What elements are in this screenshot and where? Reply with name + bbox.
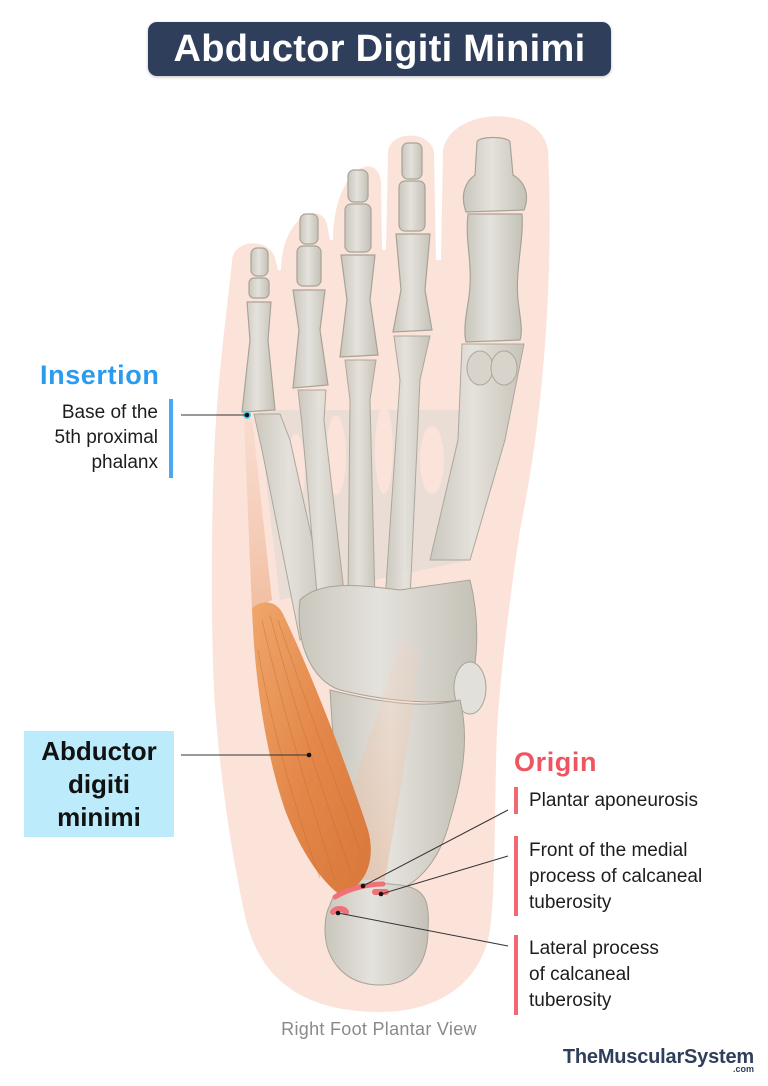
muscle-label: Abductor digiti minimi — [41, 735, 157, 834]
view-caption: Right Foot Plantar View — [281, 1019, 477, 1039]
muscle-label-box: Abductor digiti minimi — [24, 731, 174, 837]
origin-line: tuberosity — [529, 990, 612, 1011]
muscle-tendon — [244, 418, 272, 610]
page-title: Abductor Digiti Minimi — [173, 27, 586, 70]
origin-line: tuberosity — [529, 892, 612, 913]
insertion-line: 5th proximal — [54, 427, 159, 448]
metatarsals — [253, 335, 525, 641]
insertion-line: Base of the — [61, 402, 158, 423]
muscle-label-line: Abductor — [41, 735, 157, 766]
origin-line: Plantar aponeurosis — [529, 790, 698, 811]
insertion-line: phalanx — [91, 452, 158, 473]
origin-line: process of calcaneal — [529, 866, 703, 887]
leader-lines — [181, 414, 509, 947]
muscle-label-line: minimi — [57, 801, 141, 832]
insertion-heading: Insertion — [40, 360, 160, 390]
muscle-label-line: digiti — [67, 768, 131, 799]
calcaneus — [324, 882, 429, 986]
brand-domain: .com — [732, 1064, 754, 1074]
origin-item-plantar-aponeurosis: Plantar aponeurosis — [529, 788, 698, 814]
origin-item-medial-process: Front of the medial process of calcaneal… — [529, 838, 702, 916]
abductor-digiti-minimi-muscle — [252, 602, 371, 895]
origin-bar — [514, 935, 518, 1015]
title-banner: Abductor Digiti Minimi — [148, 22, 611, 76]
insertion-bar — [169, 399, 173, 478]
insertion-description: Base of the 5th proximal phalanx — [0, 400, 159, 475]
brand-logo: TheMuscularSystem — [562, 1046, 754, 1068]
origin-line: Front of the medial — [529, 840, 688, 861]
origin-heading: Origin — [514, 747, 598, 777]
leader-dots — [244, 412, 384, 916]
origin-item-lateral-process: Lateral process of calcaneal tuberosity — [529, 936, 659, 1014]
origin-bar — [514, 787, 518, 814]
phalanges — [241, 136, 528, 413]
origin-line: of calcaneal — [529, 964, 631, 985]
origin-bar — [514, 836, 518, 916]
origin-line: Lateral process — [529, 938, 659, 959]
